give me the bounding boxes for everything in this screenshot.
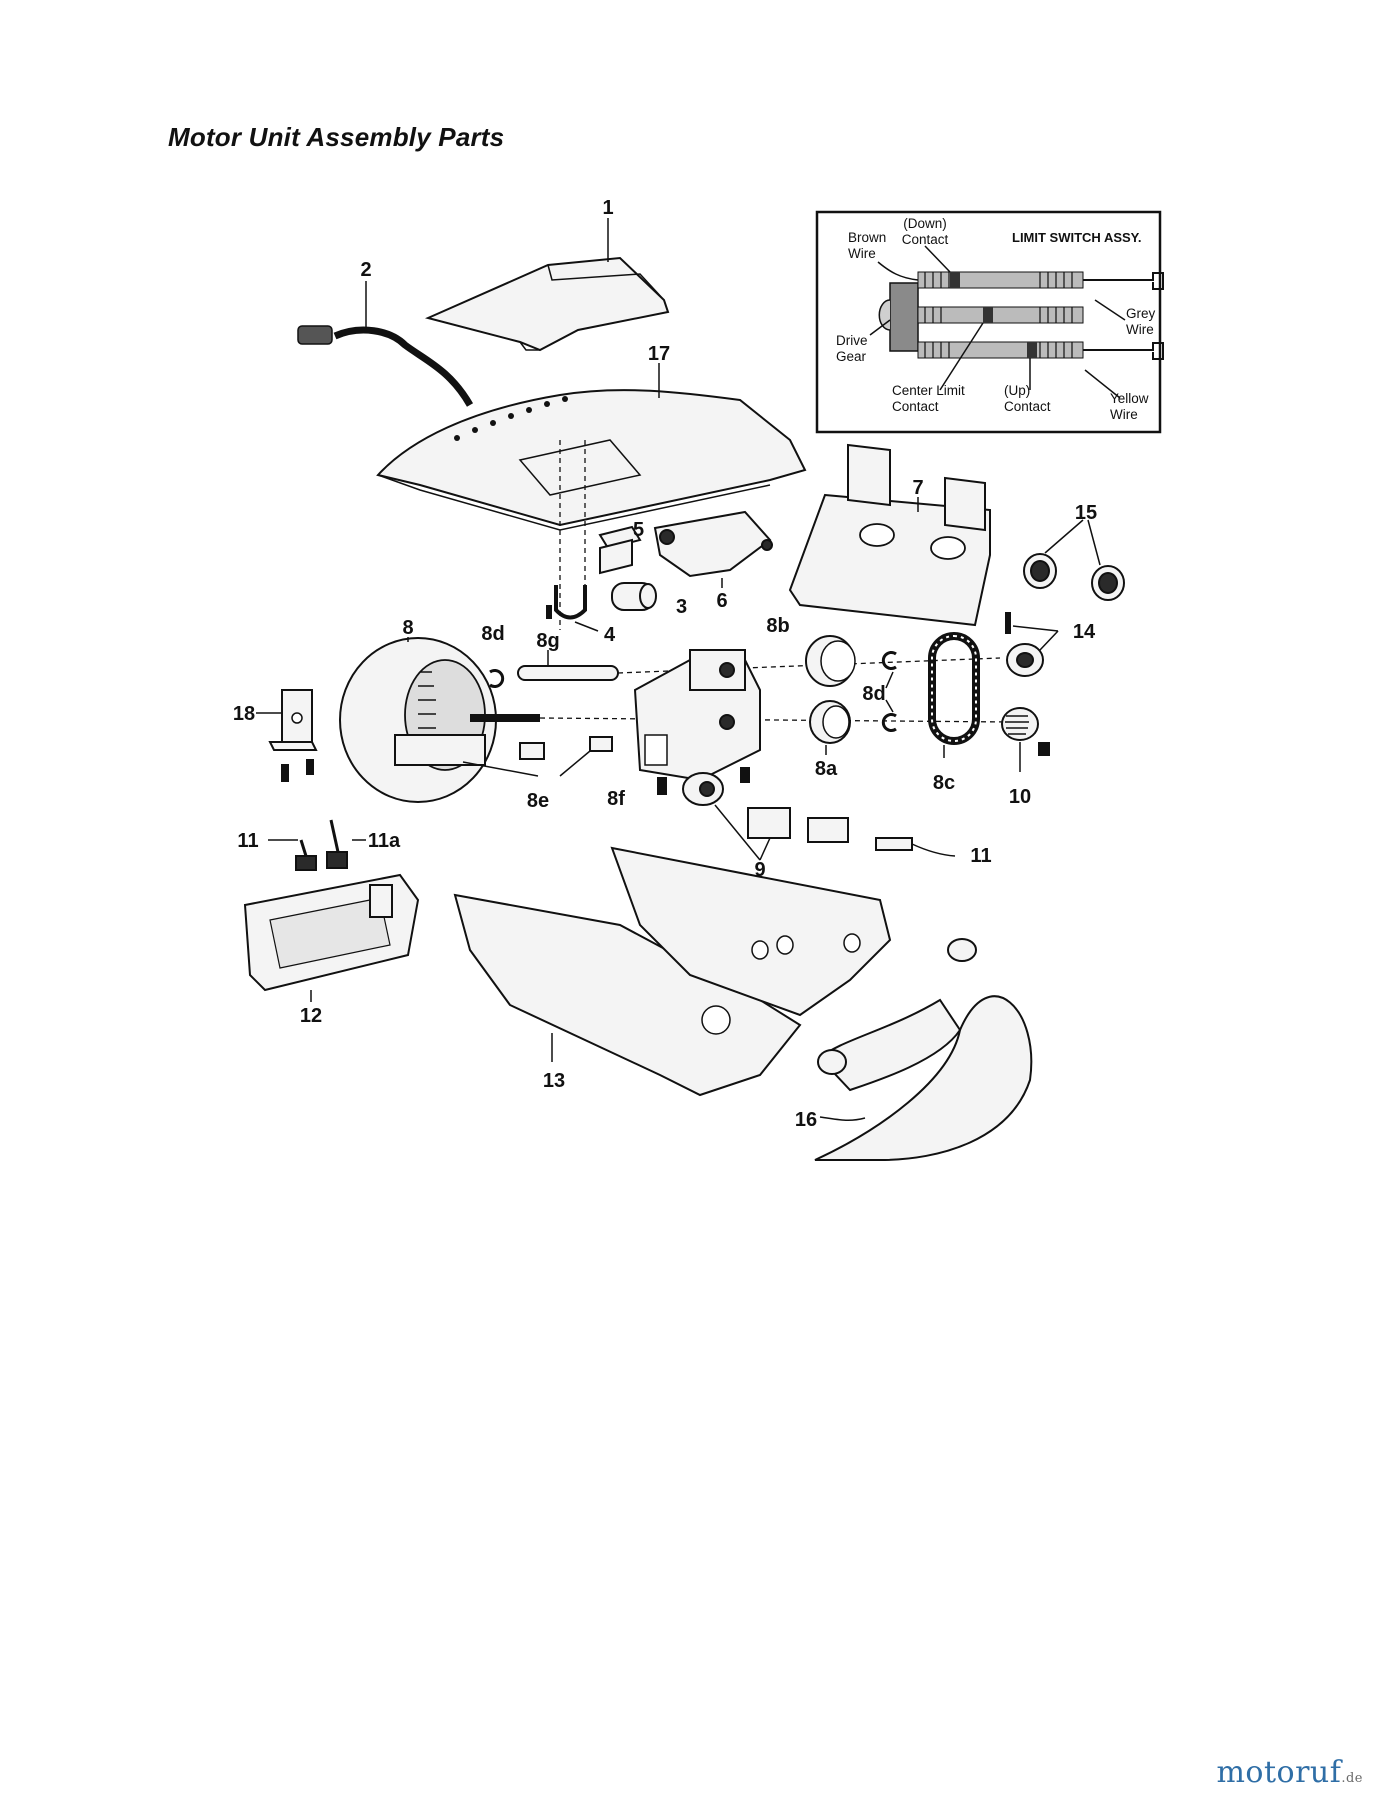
part-7-mounting-bracket: 7 xyxy=(788,443,991,627)
part-12-logic-board: 12 xyxy=(243,873,420,1027)
label-2: 2 xyxy=(360,259,371,281)
label-6: 6 xyxy=(716,590,727,612)
part-8-motor: 8 xyxy=(339,617,540,803)
label-15: 15 xyxy=(1075,502,1097,524)
label-3: 3 xyxy=(676,596,687,618)
drive-gear-label-1: Drive xyxy=(836,333,868,348)
part-14-gear: 14 xyxy=(1005,612,1096,677)
label-8d-left: 8d xyxy=(481,623,504,645)
down-contact-label-1: (Down) xyxy=(903,216,947,231)
label-8e: 8e xyxy=(527,790,549,812)
label-5: 5 xyxy=(633,519,644,541)
label-11-left: 11 xyxy=(237,830,258,852)
label-10: 10 xyxy=(1009,786,1031,808)
label-8f: 8f xyxy=(607,788,625,810)
brown-wire-label-2: Wire xyxy=(848,246,876,261)
label-1: 1 xyxy=(602,197,613,219)
label-17: 17 xyxy=(648,343,670,365)
label-12: 12 xyxy=(300,1005,322,1027)
drive-gear-label-2: Gear xyxy=(836,349,867,364)
part-8e-brushes: 8e xyxy=(462,736,613,812)
watermark-suffix: .de xyxy=(1341,1771,1363,1786)
label-14: 14 xyxy=(1073,621,1096,643)
part-8b-gear: 8b xyxy=(766,615,856,687)
grey-wire-label-1: Grey xyxy=(1126,306,1156,321)
label-9: 9 xyxy=(754,859,765,881)
part-8c-belt: 8c xyxy=(928,632,980,794)
label-16: 16 xyxy=(795,1109,817,1131)
part-16-lens-cover: 16 xyxy=(795,938,1033,1161)
yellow-wire-label-1: Yellow xyxy=(1110,391,1149,406)
part-18-bracket: 18 xyxy=(233,689,318,782)
up-contact-label-2: Contact xyxy=(1004,399,1051,414)
part-8g-shaft: 8g xyxy=(517,630,619,681)
label-11a: 11a xyxy=(368,830,401,852)
part-6-switch: 6 xyxy=(653,510,773,612)
part-11-harness-right: 11 xyxy=(875,837,992,867)
center-limit-label-1: Center Limit xyxy=(892,383,965,398)
inset-title: LIMIT SWITCH ASSY. xyxy=(1012,230,1142,245)
part-8a-gear: 8a xyxy=(809,700,851,780)
part-gear-housing xyxy=(633,649,761,782)
part-10-worm-gear: 10 xyxy=(1001,707,1050,808)
label-8g: 8g xyxy=(536,630,559,652)
part-9-sensors: 9 xyxy=(682,772,849,881)
limit-switch-inset: LIMIT SWITCH ASSY. (Down) Contact Brown … xyxy=(815,210,1164,434)
part-2-power-cord: 2 xyxy=(297,259,474,407)
part-8d-clips-right: 8d xyxy=(862,651,897,732)
part-4-clip: 4 xyxy=(546,585,616,646)
brown-wire-label-1: Brown xyxy=(848,230,886,245)
part-11-11a-connectors: 11 11a xyxy=(237,819,401,871)
part-5-bracket: 5 xyxy=(598,519,644,575)
yellow-wire-label-2: Wire xyxy=(1110,407,1138,422)
up-contact-label-1: (Up) xyxy=(1004,383,1030,398)
watermark-logo: motoruf.de xyxy=(1216,1755,1363,1790)
part-17-chassis: 17 xyxy=(376,343,807,531)
label-7: 7 xyxy=(912,477,923,499)
label-8a: 8a xyxy=(815,758,838,780)
down-contact-label-2: Contact xyxy=(902,232,949,247)
page-title: Motor Unit Assembly Parts xyxy=(168,122,505,152)
label-8c: 8c xyxy=(933,772,955,794)
part-8d-clip-left: 8d xyxy=(481,623,505,688)
grey-wire-label-2: Wire xyxy=(1126,322,1154,337)
label-18: 18 xyxy=(233,703,255,725)
part-1-cover-plate: 1 xyxy=(424,197,670,352)
watermark-brand: motoruf xyxy=(1216,1755,1342,1790)
label-4: 4 xyxy=(604,624,616,646)
label-13: 13 xyxy=(543,1070,565,1092)
label-8: 8 xyxy=(402,617,413,639)
label-8b: 8b xyxy=(766,615,789,637)
center-limit-label-2: Contact xyxy=(892,399,939,414)
part-15-sockets: 15 xyxy=(1023,502,1125,601)
part-8f-screws: 8f xyxy=(607,767,750,810)
part-3-capacitor: 3 xyxy=(611,582,687,618)
part-13-main-cover: 13 xyxy=(453,846,892,1097)
label-11-right: 11 xyxy=(970,845,991,867)
label-8d-right: 8d xyxy=(862,683,885,705)
